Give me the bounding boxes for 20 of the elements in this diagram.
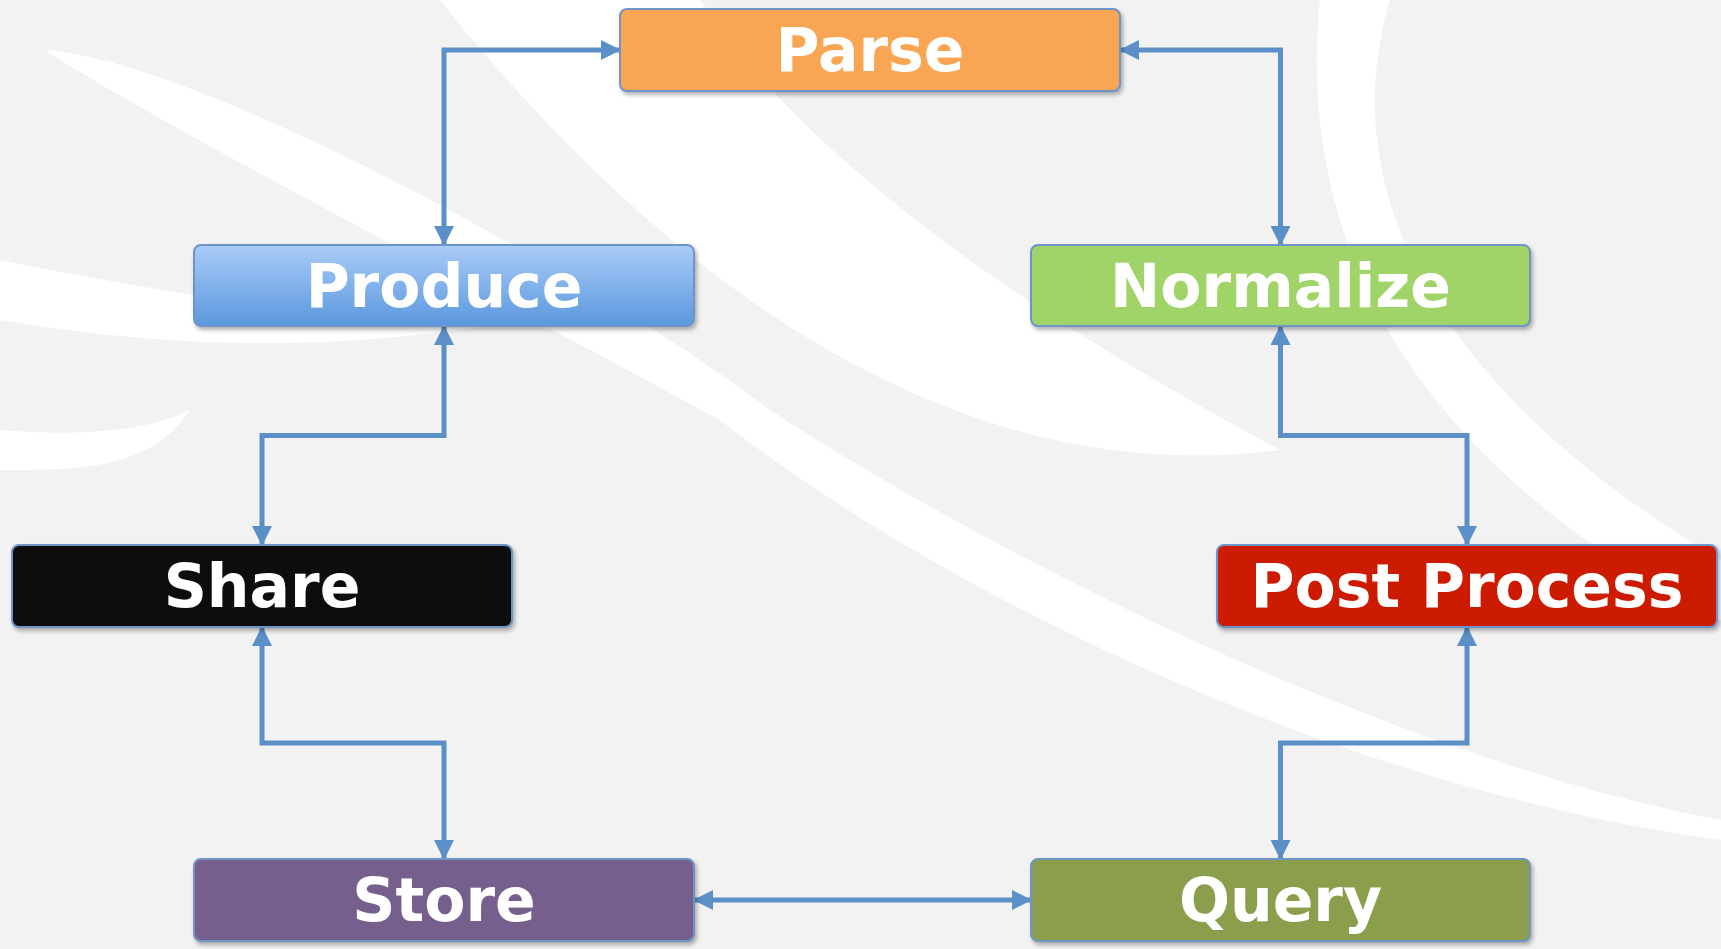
process-box [11,544,513,628]
process-box [193,244,695,327]
process-label: Produce [305,255,583,316]
process-box [193,858,695,942]
process-label: Post Process [1250,556,1684,616]
process-label: Store [352,870,536,930]
double-arrow [434,40,621,246]
process-box [1216,544,1718,628]
process-box [1030,858,1531,942]
double-arrow [252,626,454,860]
process-box [1030,244,1531,327]
double-arrow [1270,325,1477,546]
double-arrow [1119,40,1291,246]
double-arrow [252,325,454,546]
double-arrow [1270,626,1477,860]
double-arrow [693,890,1032,910]
process-label: Parse [775,20,965,80]
process-label: Normalize [1110,255,1451,316]
process-label: Share [163,556,361,616]
process-box [619,8,1121,92]
